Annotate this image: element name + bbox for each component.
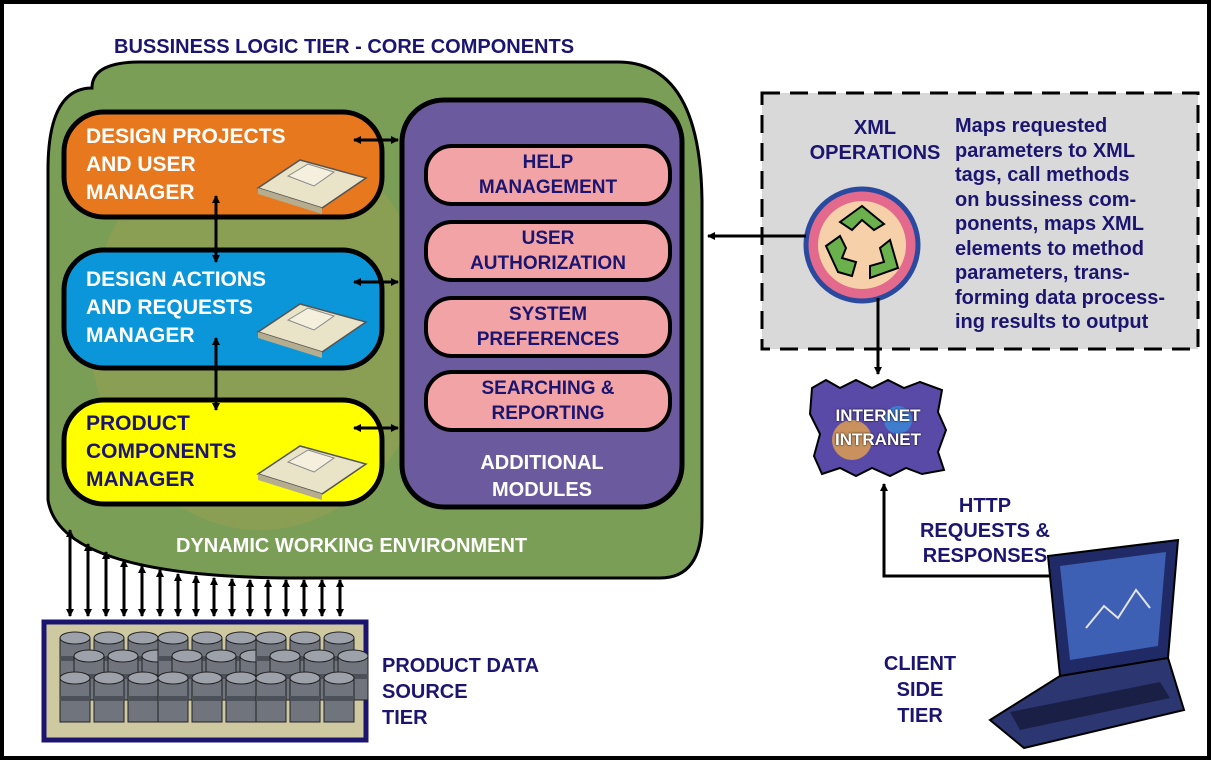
internet-line-1: INTERNET <box>835 406 921 425</box>
database-drum-icon <box>255 671 287 723</box>
diagram-title: BUSSINESS LOGIC TIER - CORE COMPONENTS <box>114 36 575 58</box>
database-drum-icon <box>323 671 355 723</box>
database-drum-icon <box>157 671 189 723</box>
design-projects-line-2: AND USER <box>86 153 196 176</box>
design-actions-line-2: AND REQUESTS <box>86 296 253 319</box>
xml-operations-title: XML OPERATIONS <box>800 116 950 166</box>
database-drum-icon <box>225 671 257 723</box>
xml-desc-line-2: parameters to XML <box>955 139 1136 162</box>
database-drums <box>59 631 369 723</box>
prefs-line-1: SYSTEM <box>508 304 588 325</box>
prefs-line-2: PREFERENCES <box>476 329 620 350</box>
xml-desc-line-3: tags, call methods <box>955 164 1130 186</box>
xml-title-line-2: OPERATIONS <box>809 142 941 164</box>
help-module-box <box>424 144 672 206</box>
additional-line-2: MODULES <box>492 479 592 501</box>
http-label: HTTP REQUESTS & RESPONSES <box>905 494 1065 569</box>
prefs-module-label: SYSTEM PREFERENCES <box>426 302 670 352</box>
database-drum-icon <box>289 671 321 723</box>
auth-module-label: USER AUTHORIZATION <box>426 226 670 276</box>
internet-icon <box>808 378 948 478</box>
client-tier-line-3: TIER <box>897 705 943 727</box>
http-line-3: RESPONSES <box>922 545 1048 567</box>
database-drum-icon <box>127 671 159 723</box>
design-projects-line-1: DESIGN PROJECTS <box>86 125 286 148</box>
laptop-icon <box>988 538 1186 750</box>
data-tier-line-2: SOURCE <box>382 681 468 703</box>
xml-desc-line-8: forming data process- <box>955 286 1166 309</box>
design-actions-line-1: DESIGN ACTIONS <box>86 268 267 291</box>
product-components-line-1: PRODUCT <box>86 412 190 435</box>
internet-label: INTERNET INTRANET <box>810 404 946 452</box>
xml-description: Maps requested parameters to XML tags, c… <box>955 114 1165 335</box>
prefs-module-box <box>424 296 672 358</box>
chip-icon-1 <box>256 159 368 214</box>
database-drum-icon <box>191 671 223 723</box>
http-line-1: HTTP <box>958 495 1012 517</box>
arrow-internet-client <box>880 483 1061 580</box>
search-module-label: SEARCHING & REPORTING <box>426 376 670 426</box>
auth-line-1: USER <box>521 228 575 249</box>
client-side-tier-label: CLIENT SIDE TIER <box>860 651 980 729</box>
design-actions-line-3: MANAGER <box>86 324 195 347</box>
xml-title-line-1: XML <box>853 117 897 139</box>
xml-desc-line-4: on bussiness com- <box>955 188 1137 211</box>
xml-desc-line-9: ing results to output <box>955 311 1149 333</box>
help-module-label: HELP MANAGEMENT <box>426 150 670 200</box>
environment-label: DYNAMIC WORKING ENVIRONMENT <box>176 535 528 557</box>
auth-module-box <box>424 220 672 282</box>
additional-line-1: ADDITIONAL <box>480 452 604 474</box>
xml-desc-line-1: Maps requested <box>955 115 1108 137</box>
help-line-2: MANAGEMENT <box>478 177 618 198</box>
database-drum-icon <box>93 671 125 723</box>
client-tier-line-1: CLIENT <box>883 653 957 675</box>
xml-desc-line-6: elements to method <box>955 237 1144 260</box>
auth-line-2: AUTHORIZATION <box>470 253 626 274</box>
chip-icon-2 <box>256 303 368 358</box>
search-line-2: REPORTING <box>491 403 605 424</box>
xml-desc-line-5: ponents, maps XML <box>955 213 1144 235</box>
recycle-icon <box>803 186 921 304</box>
product-components-line-2: COMPONENTS <box>86 440 237 463</box>
design-projects-label: DESIGN PROJECTS AND USER MANAGER <box>86 123 286 207</box>
help-line-1: HELP <box>522 152 574 173</box>
additional-modules-label: ADDITIONAL MODULES <box>402 450 682 504</box>
design-actions-label: DESIGN ACTIONS AND REQUESTS MANAGER <box>86 266 266 350</box>
internet-line-2: INTRANET <box>835 430 921 449</box>
data-source-tier-label: PRODUCT DATA SOURCE TIER <box>382 653 539 731</box>
http-line-2: REQUESTS & <box>919 520 1051 542</box>
search-module-box <box>424 370 672 432</box>
product-components-line-3: MANAGER <box>86 468 195 491</box>
design-projects-line-3: MANAGER <box>86 181 195 204</box>
client-tier-line-2: SIDE <box>896 679 944 701</box>
data-tier-arrows <box>66 529 344 617</box>
data-tier-line-3: TIER <box>382 707 428 729</box>
search-line-1: SEARCHING & <box>481 378 615 399</box>
chip-icon-3 <box>256 445 368 500</box>
data-tier-line-1: PRODUCT DATA <box>382 655 540 677</box>
product-components-label: PRODUCT COMPONENTS MANAGER <box>86 410 237 494</box>
database-drum-icon <box>59 671 91 723</box>
xml-desc-line-7: parameters, trans- <box>955 262 1130 284</box>
